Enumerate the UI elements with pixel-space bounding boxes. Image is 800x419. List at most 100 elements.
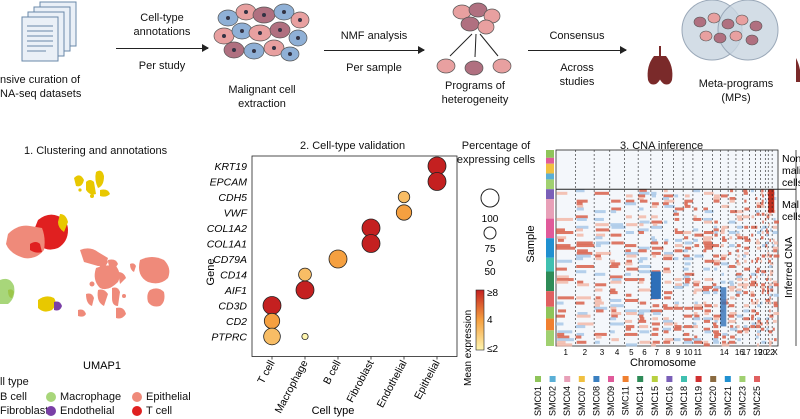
cna-cell bbox=[624, 251, 639, 255]
arrow1-label-bottom: Per study bbox=[138, 60, 186, 72]
cna-cell bbox=[609, 264, 619, 268]
cna-cell bbox=[766, 254, 769, 258]
cna-cell bbox=[576, 225, 589, 229]
legend-item-macrophage: Macrophage bbox=[46, 391, 122, 403]
dot-ptprc-t-cell bbox=[263, 327, 281, 346]
cna-cell bbox=[683, 325, 693, 329]
cna-cell bbox=[683, 275, 690, 279]
heatmap-frame bbox=[555, 149, 779, 347]
cna-cell bbox=[610, 306, 617, 310]
cna-cell bbox=[625, 325, 635, 329]
cna-cell bbox=[773, 249, 778, 253]
cna-cell bbox=[638, 249, 647, 253]
legend-swatch bbox=[132, 406, 142, 416]
sample-swatch bbox=[710, 376, 717, 382]
cna-cell bbox=[595, 254, 601, 258]
cna-cell bbox=[721, 262, 729, 266]
panel3-title: 3. CNA inference bbox=[620, 140, 704, 152]
sample-swatch bbox=[754, 376, 760, 382]
cna-ylabel: Sample bbox=[525, 225, 537, 262]
cna-cell bbox=[750, 293, 755, 297]
cna-cell bbox=[761, 231, 764, 235]
cna-cell bbox=[755, 210, 760, 214]
cna-cell bbox=[610, 288, 616, 292]
cna-cell bbox=[664, 291, 673, 295]
cna-cell bbox=[774, 220, 779, 224]
cna-cell bbox=[611, 309, 617, 313]
cna-cell bbox=[773, 301, 778, 305]
step2-line2: extraction bbox=[238, 98, 286, 110]
cna-cell bbox=[609, 330, 615, 334]
cna-cell bbox=[757, 304, 761, 308]
cna-cell bbox=[650, 215, 658, 219]
chromosome-tick-label: 7 bbox=[655, 348, 660, 357]
cna-cell bbox=[626, 254, 637, 258]
dot-cd2-t-cell bbox=[263, 312, 281, 330]
cna-cell bbox=[651, 251, 661, 255]
cna-cell bbox=[638, 312, 645, 316]
cna-cell bbox=[720, 280, 726, 284]
gene-label: CD79A bbox=[213, 254, 247, 266]
sample-bar-segment bbox=[546, 189, 554, 199]
cna-cell bbox=[755, 225, 758, 229]
cna-cell bbox=[609, 298, 622, 302]
cna-cell bbox=[651, 220, 663, 224]
sample-bar-segment bbox=[546, 330, 554, 346]
cna-cell bbox=[728, 220, 736, 224]
cna-cell bbox=[652, 202, 659, 206]
size-legend-circle-100 bbox=[480, 188, 500, 208]
step1-line2: NA-seq datasets bbox=[0, 88, 82, 100]
chromosome-tick-label: 5 bbox=[629, 348, 634, 357]
gene-label: COL1A1 bbox=[207, 239, 247, 251]
sample-swatch bbox=[637, 376, 644, 382]
cna-cell bbox=[744, 238, 751, 242]
cna-cell bbox=[610, 304, 624, 308]
cna-cell bbox=[675, 283, 682, 287]
cna-cell bbox=[663, 319, 673, 323]
cna-cell bbox=[773, 197, 777, 201]
legend-label: Macrophage bbox=[60, 391, 122, 403]
cna-cell bbox=[625, 312, 637, 316]
cna-cell bbox=[713, 304, 718, 308]
cna-cell bbox=[684, 202, 688, 206]
cna-cell bbox=[663, 270, 671, 274]
cna-cell bbox=[596, 309, 604, 313]
cna-cell bbox=[693, 238, 698, 242]
arrow1 bbox=[116, 44, 209, 52]
cna-cell bbox=[652, 223, 658, 227]
cna-cell bbox=[663, 330, 669, 334]
cna-cell bbox=[652, 312, 661, 316]
cna-cell bbox=[609, 291, 618, 295]
gene-label: COL1A2 bbox=[207, 223, 247, 235]
cna-cell bbox=[556, 267, 567, 271]
step2-line1: Malignant cell bbox=[228, 84, 296, 96]
cna-cell bbox=[756, 257, 760, 261]
cna-cell bbox=[762, 225, 768, 229]
cna-cell bbox=[683, 338, 692, 342]
cna-cell bbox=[743, 189, 748, 193]
cna-cell bbox=[638, 191, 650, 195]
cna-cell bbox=[556, 217, 574, 221]
cna-cell bbox=[713, 262, 720, 266]
cna-cell bbox=[713, 314, 722, 318]
cna-cell bbox=[765, 199, 767, 203]
cna-xlabel: Chromosome bbox=[630, 357, 696, 369]
cna-cell bbox=[662, 304, 668, 308]
cna-cell bbox=[575, 228, 583, 232]
cna-cell bbox=[652, 340, 660, 344]
cna-cell bbox=[683, 254, 690, 258]
cna-cell bbox=[750, 325, 756, 329]
cna-cell bbox=[743, 304, 750, 308]
sample-swatch bbox=[535, 376, 541, 382]
cna-cell bbox=[684, 306, 693, 310]
sample-color-bar bbox=[546, 150, 554, 346]
cna-cell bbox=[663, 251, 673, 255]
cna-cell bbox=[650, 241, 659, 245]
sample-label: SMC14 bbox=[635, 386, 645, 416]
cna-cell bbox=[766, 301, 768, 305]
size-legend-circle-50 bbox=[487, 260, 493, 266]
cna-cell bbox=[674, 194, 679, 198]
cna-cell bbox=[743, 309, 750, 313]
cna-cell bbox=[639, 199, 648, 203]
color-legend-min: ≤2 bbox=[487, 344, 498, 355]
